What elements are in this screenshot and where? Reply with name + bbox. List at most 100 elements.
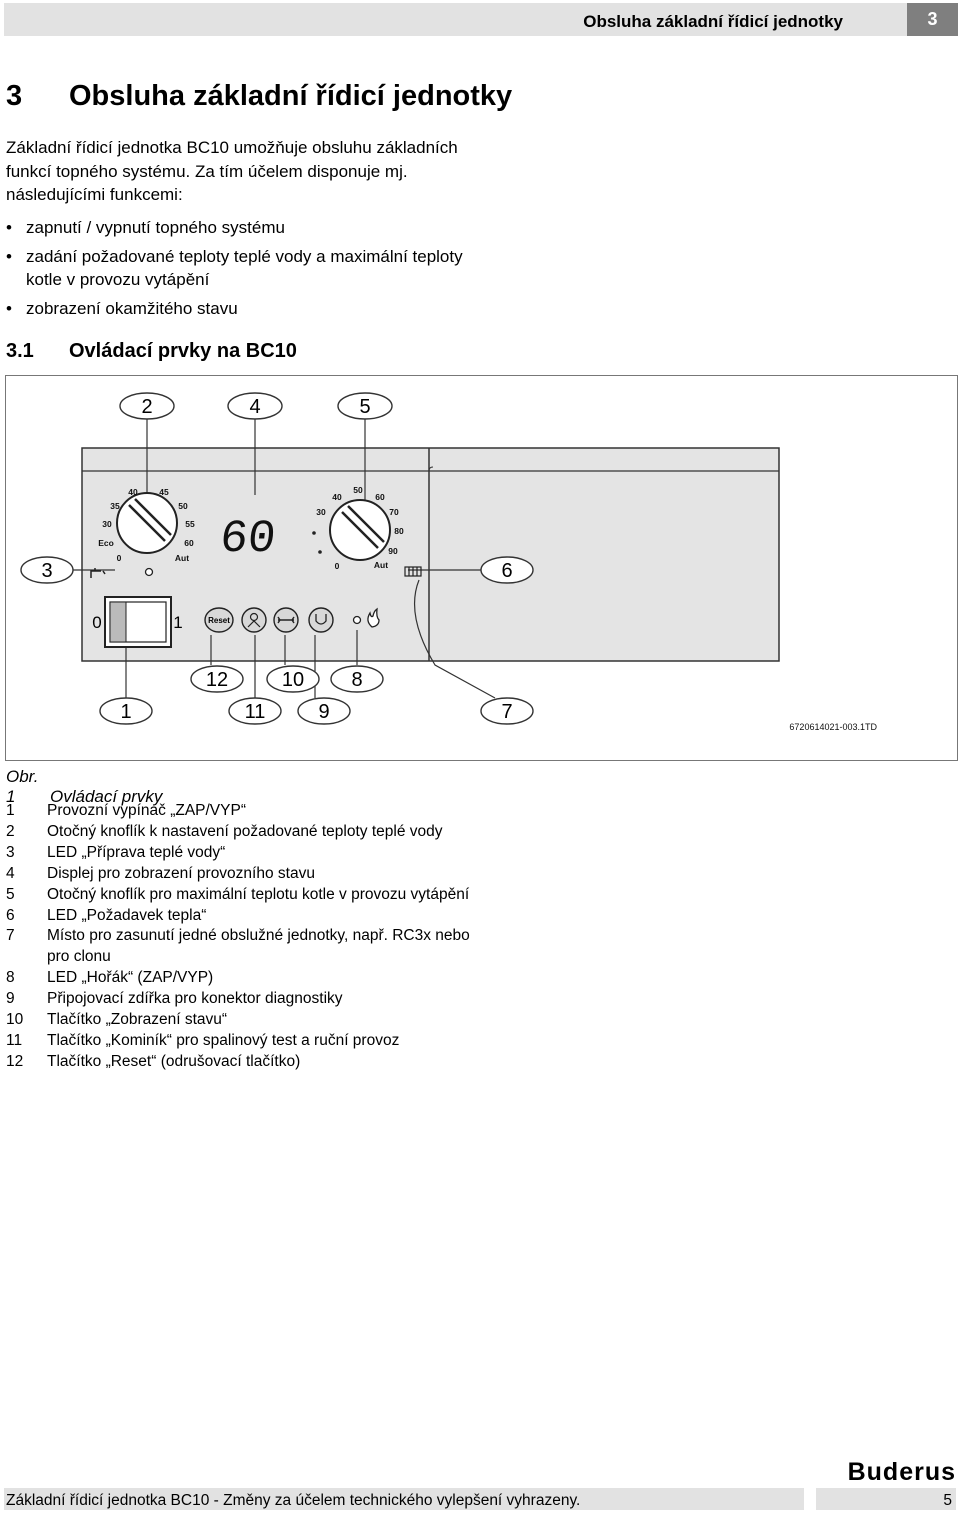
- chapter-heading: 3 Obsluha základní řídicí jednotky: [6, 80, 512, 113]
- svg-text:7: 7: [501, 701, 512, 723]
- knob-right-scale-label: 80: [394, 526, 404, 536]
- intro-paragraph: Základní řídicí jednotka BC10 umožňuje o…: [6, 138, 458, 204]
- knob-left-scale-label: 0: [117, 553, 122, 563]
- diagnostic-plug-icon: [315, 614, 327, 625]
- knob-left-scale-label: 40: [128, 487, 138, 497]
- footer-text: Základní řídicí jednotka BC10 - Změny za…: [6, 1492, 581, 1509]
- svg-text:5: 5: [359, 396, 370, 418]
- callout-6: 6: [480, 556, 534, 584]
- running-header-title: Obsluha základní řídicí jednotky: [583, 12, 843, 31]
- knob-left-scale-label: 50: [178, 501, 188, 511]
- figure-caption: Obr. 1 Ovládací prvky: [6, 767, 162, 807]
- knob-right-scale-label: Aut: [374, 560, 388, 570]
- burner-led: [352, 615, 362, 625]
- knob-right-scale-label: 0: [335, 561, 340, 571]
- display-dot: [318, 550, 322, 554]
- display-dot: [312, 531, 316, 535]
- callout-7: 7: [480, 697, 534, 725]
- callout-3: 3: [20, 556, 74, 584]
- chapter-number-tab: 3: [907, 3, 958, 36]
- footer-bar: [4, 1488, 804, 1510]
- svg-text:1: 1: [120, 701, 131, 723]
- knob-right-scale-label: 40: [332, 492, 342, 502]
- wrench-icon: [277, 616, 295, 624]
- section-heading-number: 3.1: [6, 340, 34, 362]
- svg-text:3: 3: [41, 560, 52, 582]
- svg-text:Reset: Reset: [208, 616, 230, 625]
- switch-off-label: 0: [92, 613, 101, 632]
- callout-9: 9: [297, 697, 351, 725]
- function-list-item: zapnutí / vypnutí topného systému: [6, 216, 476, 240]
- flame-icon: [367, 607, 380, 628]
- chapter-heading-text: Obsluha základní řídicí jednotky: [69, 80, 513, 112]
- knob-left-scale-label: Eco: [98, 538, 114, 548]
- function-list: zapnutí / vypnutí topného systému zadání…: [6, 216, 476, 325]
- dhw-led: [144, 567, 154, 577]
- controls-figure: 2 4 5 3 6 12 10 8 1 11 9 7: [5, 375, 958, 761]
- callout-10: 10: [266, 665, 320, 693]
- reset-button[interactable]: Reset: [204, 607, 234, 633]
- svg-text:4: 4: [249, 396, 260, 418]
- knob-left-scale-label: Aut: [175, 553, 189, 563]
- function-list-item: zobrazení okamžitého stavu: [6, 297, 476, 321]
- callout-8: 8: [330, 665, 384, 693]
- radiator-icon: [404, 566, 422, 577]
- knob-right-scale-label: 50: [353, 485, 363, 495]
- callout-1: 1: [99, 697, 153, 725]
- main-power-switch[interactable]: [104, 596, 172, 648]
- callout-4: 4: [227, 392, 283, 420]
- svg-text:9: 9: [318, 701, 329, 723]
- knob-right-scale-label: 70: [389, 507, 399, 517]
- figure-reference-code: 6720614021-003.1TD: [789, 722, 877, 732]
- knob-right-scale-label: 60: [375, 492, 385, 502]
- svg-text:11: 11: [245, 701, 266, 723]
- knob-left-scale-label: 30: [102, 519, 112, 529]
- status-display: 60: [205, 499, 305, 565]
- svg-text:2: 2: [141, 396, 152, 418]
- section-heading: 3.1 Ovládací prvky na BC10: [6, 340, 297, 363]
- figure-caption-text: Ovládací prvky: [50, 787, 163, 806]
- header-bar: Obsluha základní řídicí jednotky: [4, 3, 907, 36]
- svg-text:12: 12: [206, 669, 228, 691]
- svg-text:10: 10: [282, 669, 304, 691]
- boiler-temperature-knob: [329, 499, 391, 561]
- knob-right-scale-label: 90: [388, 546, 398, 556]
- figure-caption-number: Obr. 1: [6, 767, 39, 806]
- page-number: 5: [816, 1488, 956, 1510]
- svg-text:6: 6: [501, 560, 512, 582]
- callout-11: 11: [228, 697, 282, 725]
- bc10-panel: [81, 447, 780, 662]
- buderus-logo: Buderus: [847, 1458, 956, 1486]
- switch-on-label: 1: [173, 613, 182, 632]
- display-readout: 60: [217, 513, 278, 565]
- diagnostic-socket[interactable]: [308, 607, 334, 633]
- knob-left-scale-label: 45: [159, 487, 169, 497]
- knob-left-scale-label: 60: [184, 538, 194, 548]
- dhw-temperature-knob: [116, 492, 178, 554]
- knob-left-scale-label: 55: [185, 519, 195, 529]
- tap-icon: [90, 568, 106, 578]
- callout-12: 12: [190, 665, 244, 693]
- status-display-button[interactable]: [273, 607, 299, 633]
- chapter-heading-number: 3: [6, 80, 23, 112]
- callout-2: 2: [119, 392, 175, 420]
- function-list-item: zadání požadované teploty teplé vody a m…: [6, 245, 476, 292]
- knob-left-scale-label: 35: [110, 501, 120, 511]
- callout-5: 5: [337, 392, 393, 420]
- knob-right-scale-label: 30: [316, 507, 326, 517]
- chimney-sweep-button[interactable]: [241, 607, 267, 633]
- section-heading-text: Ovládací prvky na BC10: [69, 340, 297, 362]
